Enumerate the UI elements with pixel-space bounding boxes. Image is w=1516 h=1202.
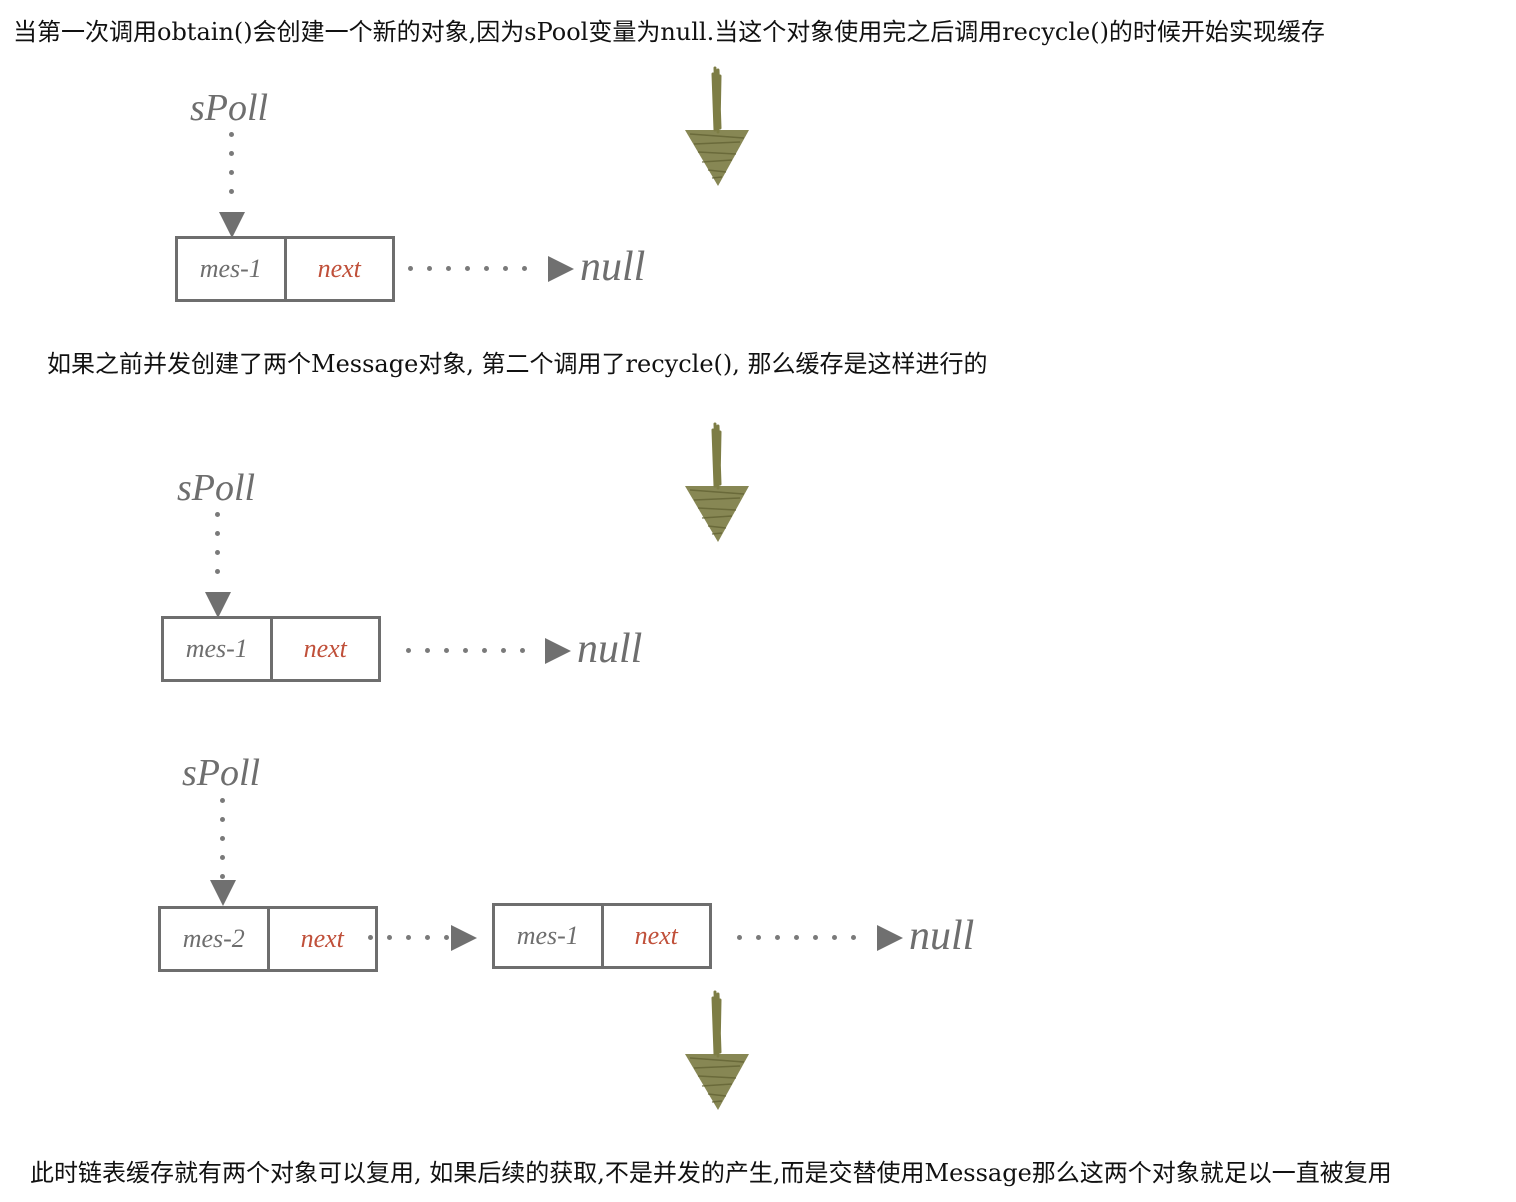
message-node: mes-1 next: [161, 616, 381, 682]
caption-conclusion: 此时链表缓存就有两个对象可以复用, 如果后续的获取,不是并发的产生,而是交替使用…: [30, 1159, 1392, 1187]
node-next-cell: next: [300, 924, 344, 953]
spoll-pointer-label: sPoll: [177, 467, 256, 509]
caption-intro: 当第一次调用obtain()会创建一个新的对象,因为sPool变量为null.当…: [13, 18, 1325, 46]
sketch-down-arrow-icon: [685, 422, 749, 542]
dotted-link-line: [737, 935, 870, 941]
sketch-down-arrow-icon: [685, 66, 749, 186]
null-label: null: [577, 626, 643, 672]
spoll-pointer-label: sPoll: [182, 752, 261, 794]
dotted-link-line: [408, 266, 541, 272]
dotted-link-line: [406, 648, 539, 654]
dotted-pointer-line: [220, 798, 226, 893]
null-label: null: [909, 913, 975, 959]
null-label: null: [580, 244, 646, 290]
node-message-cell: mes-1: [178, 239, 287, 299]
pointer-arrowhead-icon: [205, 592, 231, 618]
node-message-cell: mes-2: [161, 909, 270, 969]
message-node: mes-2 next: [158, 906, 378, 972]
node-message-cell: mes-1: [164, 619, 273, 679]
spoll-pointer-label: sPoll: [190, 87, 269, 129]
pointer-arrowhead-icon: [219, 212, 245, 238]
dotted-pointer-line: [229, 132, 235, 208]
node-message-cell: mes-1: [495, 906, 604, 966]
node-next-cell: next: [317, 254, 361, 283]
dotted-link-line: [368, 935, 463, 941]
pointer-arrowhead-icon: [210, 880, 236, 906]
link-arrowhead-icon: [451, 925, 477, 951]
link-arrowhead-icon: [877, 925, 903, 951]
node-next-cell: next: [303, 634, 347, 663]
node-next-cell: next: [634, 921, 678, 950]
dotted-pointer-line: [215, 512, 221, 588]
caption-concurrent: 如果之前并发创建了两个Message对象, 第二个调用了recycle(), 那…: [47, 350, 988, 378]
link-arrowhead-icon: [548, 256, 574, 282]
sketch-down-arrow-icon: [685, 990, 749, 1110]
link-arrowhead-icon: [545, 638, 571, 664]
message-node: mes-1 next: [175, 236, 395, 302]
message-node: mes-1 next: [492, 903, 712, 969]
